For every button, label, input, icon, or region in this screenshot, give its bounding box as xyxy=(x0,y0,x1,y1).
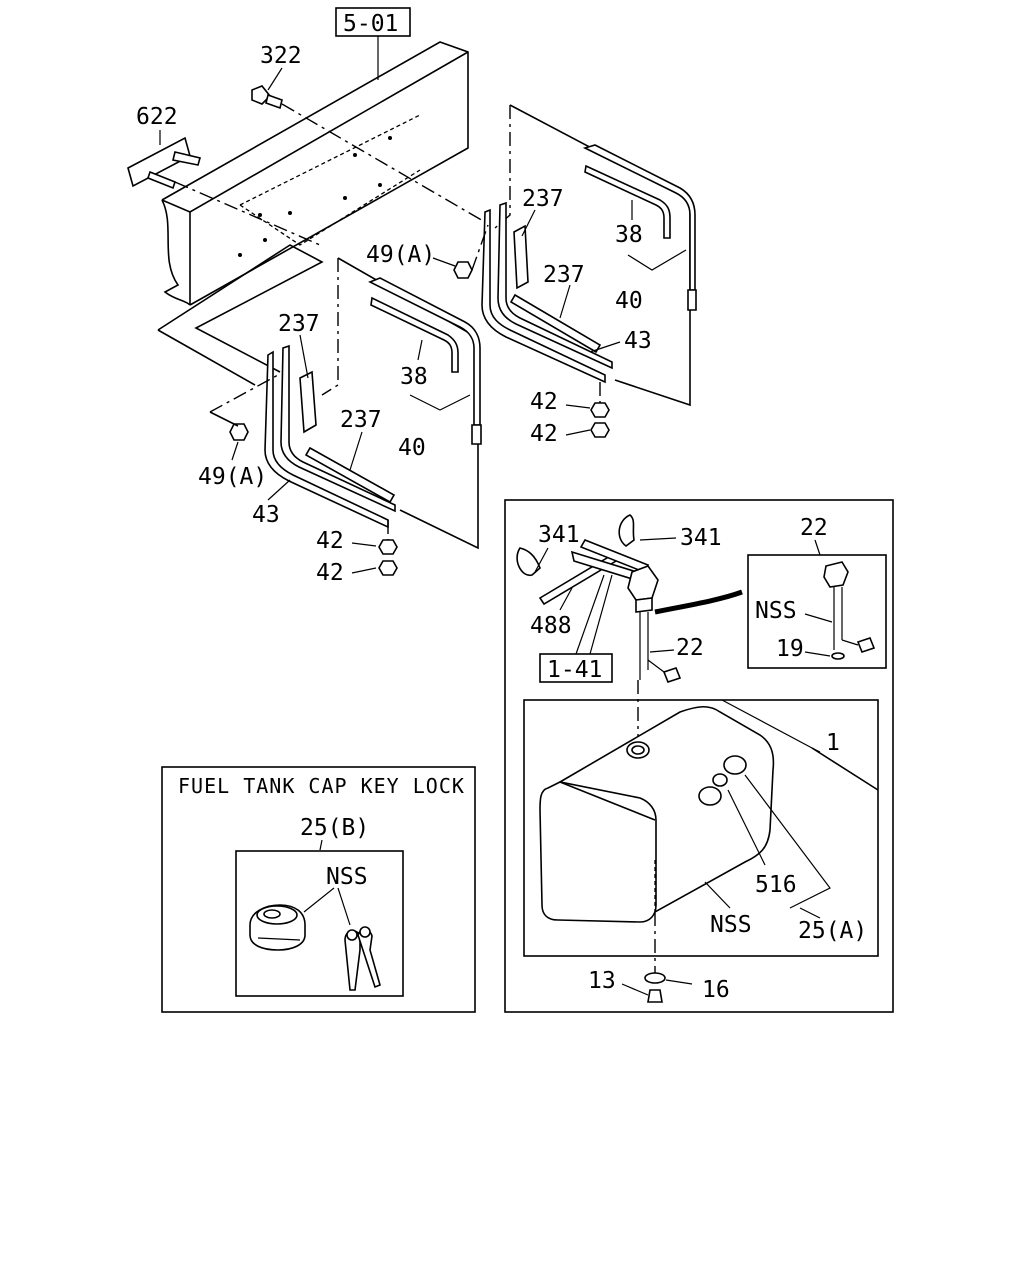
label-nss-gauge: NSS xyxy=(755,598,797,624)
label-40-right: 40 xyxy=(615,288,643,314)
label-25b: 25(B) xyxy=(300,815,369,841)
tank-section: 341 341 488 22 1-41 22 NSS 19 xyxy=(504,499,894,1013)
label-488: 488 xyxy=(530,613,572,639)
label-nss-tank: NSS xyxy=(710,912,752,938)
label-341-right: 341 xyxy=(680,525,722,551)
label-49a-right: 49(A) xyxy=(366,242,435,268)
label-516: 516 xyxy=(755,872,797,898)
label-43-left: 43 xyxy=(252,502,280,528)
key-lock-title: FUEL TANK CAP KEY LOCK xyxy=(178,774,465,798)
label-22-detail: 22 xyxy=(800,515,828,541)
label-13: 13 xyxy=(588,968,616,994)
tank-inner-box xyxy=(523,699,879,957)
label-341-left: 341 xyxy=(538,522,580,548)
label-38-right: 38 xyxy=(615,222,643,248)
label-237-left-b: 237 xyxy=(340,407,382,433)
label-237-right-a: 237 xyxy=(522,186,564,212)
label-nss-key: NSS xyxy=(326,864,368,890)
label-38-left: 38 xyxy=(400,364,428,390)
sender-ref: 1-41 xyxy=(547,657,602,683)
key-lock-detail-box xyxy=(235,850,404,997)
label-42-left-a: 42 xyxy=(316,528,344,554)
label-42-right-b: 42 xyxy=(530,421,558,447)
plate-622: 622 xyxy=(127,104,321,246)
label-322: 322 xyxy=(260,43,302,69)
label-622: 622 xyxy=(136,104,178,130)
tank-section-border xyxy=(504,499,894,1013)
label-16: 16 xyxy=(702,977,730,1003)
label-25a: 25(A) xyxy=(798,918,867,944)
label-42-left-b: 42 xyxy=(316,560,344,586)
bracket-assembly-right: 237 237 38 40 43 49(A) 42 42 xyxy=(366,104,697,447)
frame-ref-box xyxy=(335,7,411,37)
label-43-right: 43 xyxy=(624,328,652,354)
label-237-left-a: 237 xyxy=(278,311,320,337)
gauge-detail-box xyxy=(747,554,887,669)
label-40-left: 40 xyxy=(398,435,426,461)
bolt-322: 322 xyxy=(251,43,491,226)
key-lock-section: FUEL TANK CAP KEY LOCK 25(B) NSS xyxy=(161,766,476,1013)
label-49a-left: 49(A) xyxy=(198,464,267,490)
label-1: 1 xyxy=(826,730,840,756)
bracket-assembly-left: 237 237 38 40 43 49(A) 42 42 xyxy=(198,257,482,586)
label-19: 19 xyxy=(776,636,804,662)
label-22-lower: 22 xyxy=(676,635,704,661)
label-237-right-b: 237 xyxy=(543,262,585,288)
label-42-right-a: 42 xyxy=(530,389,558,415)
frame-ref: 5-01 xyxy=(343,11,398,37)
key-lock-border xyxy=(161,766,476,1013)
